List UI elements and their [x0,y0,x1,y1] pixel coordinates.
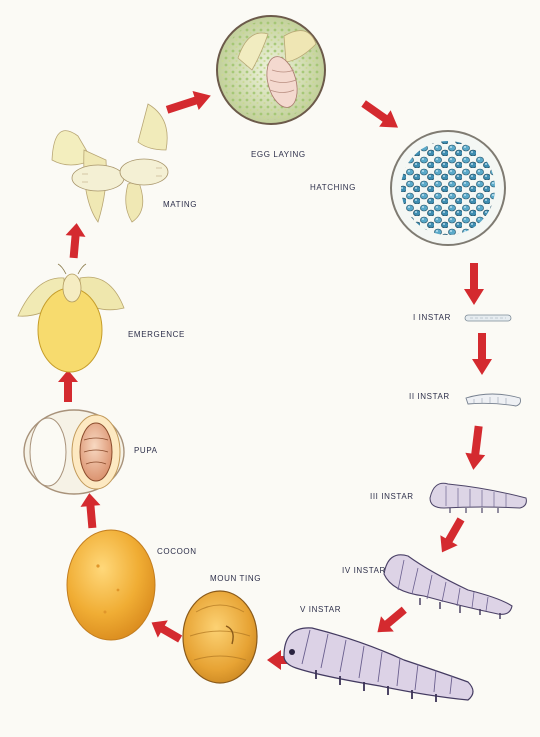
pupa-illustration [24,410,124,494]
emergence-moth-illustration [18,264,124,372]
arrow-egg-laying-to-hatching [358,95,404,135]
label-instar-3: III INSTAR [370,492,414,501]
label-hatching: HATCHING [310,183,356,192]
arrow-instar-4-to-instar-5 [371,602,411,640]
arrow-pupa-to-emergence [58,370,78,402]
label-mounting: MOUN TING [210,574,261,583]
label-cocoon: COCOON [157,547,197,556]
cocoon-illustration [67,530,155,640]
label-emergence: EMERGENCE [128,330,185,339]
label-pupa: PUPA [134,446,158,455]
arrow-emergence-to-mating [64,222,87,259]
mating-moths-illustration [52,104,168,222]
label-instar-2: II INSTAR [409,392,450,401]
arrow-hatching-to-instar-1 [464,263,484,305]
arrow-instar-3-to-instar-4 [433,514,469,557]
instar-2-larva [466,394,521,406]
arrow-mating-to-egg-laying [164,86,214,119]
egg-laying-illustration [217,16,325,124]
arrow-instar-1-to-instar-2 [472,333,492,375]
label-instar-4: IV INSTAR [342,566,386,575]
mounting-cocoon-illustration [183,591,257,683]
instar-5-larva [284,628,473,702]
arrow-cocoon-to-pupa [79,492,102,529]
label-mating: MATING [163,200,197,209]
hatching-illustration [391,131,505,245]
label-instar-1: I INSTAR [413,313,451,322]
instar-1-larva [465,315,511,321]
label-instar-5: V INSTAR [300,605,341,614]
label-egg-laying: EGG LAYING [251,150,306,159]
arrow-instar-2-to-instar-3 [463,425,488,471]
instar-3-larva [430,483,526,513]
arrow-mounting-to-cocoon [147,614,186,648]
